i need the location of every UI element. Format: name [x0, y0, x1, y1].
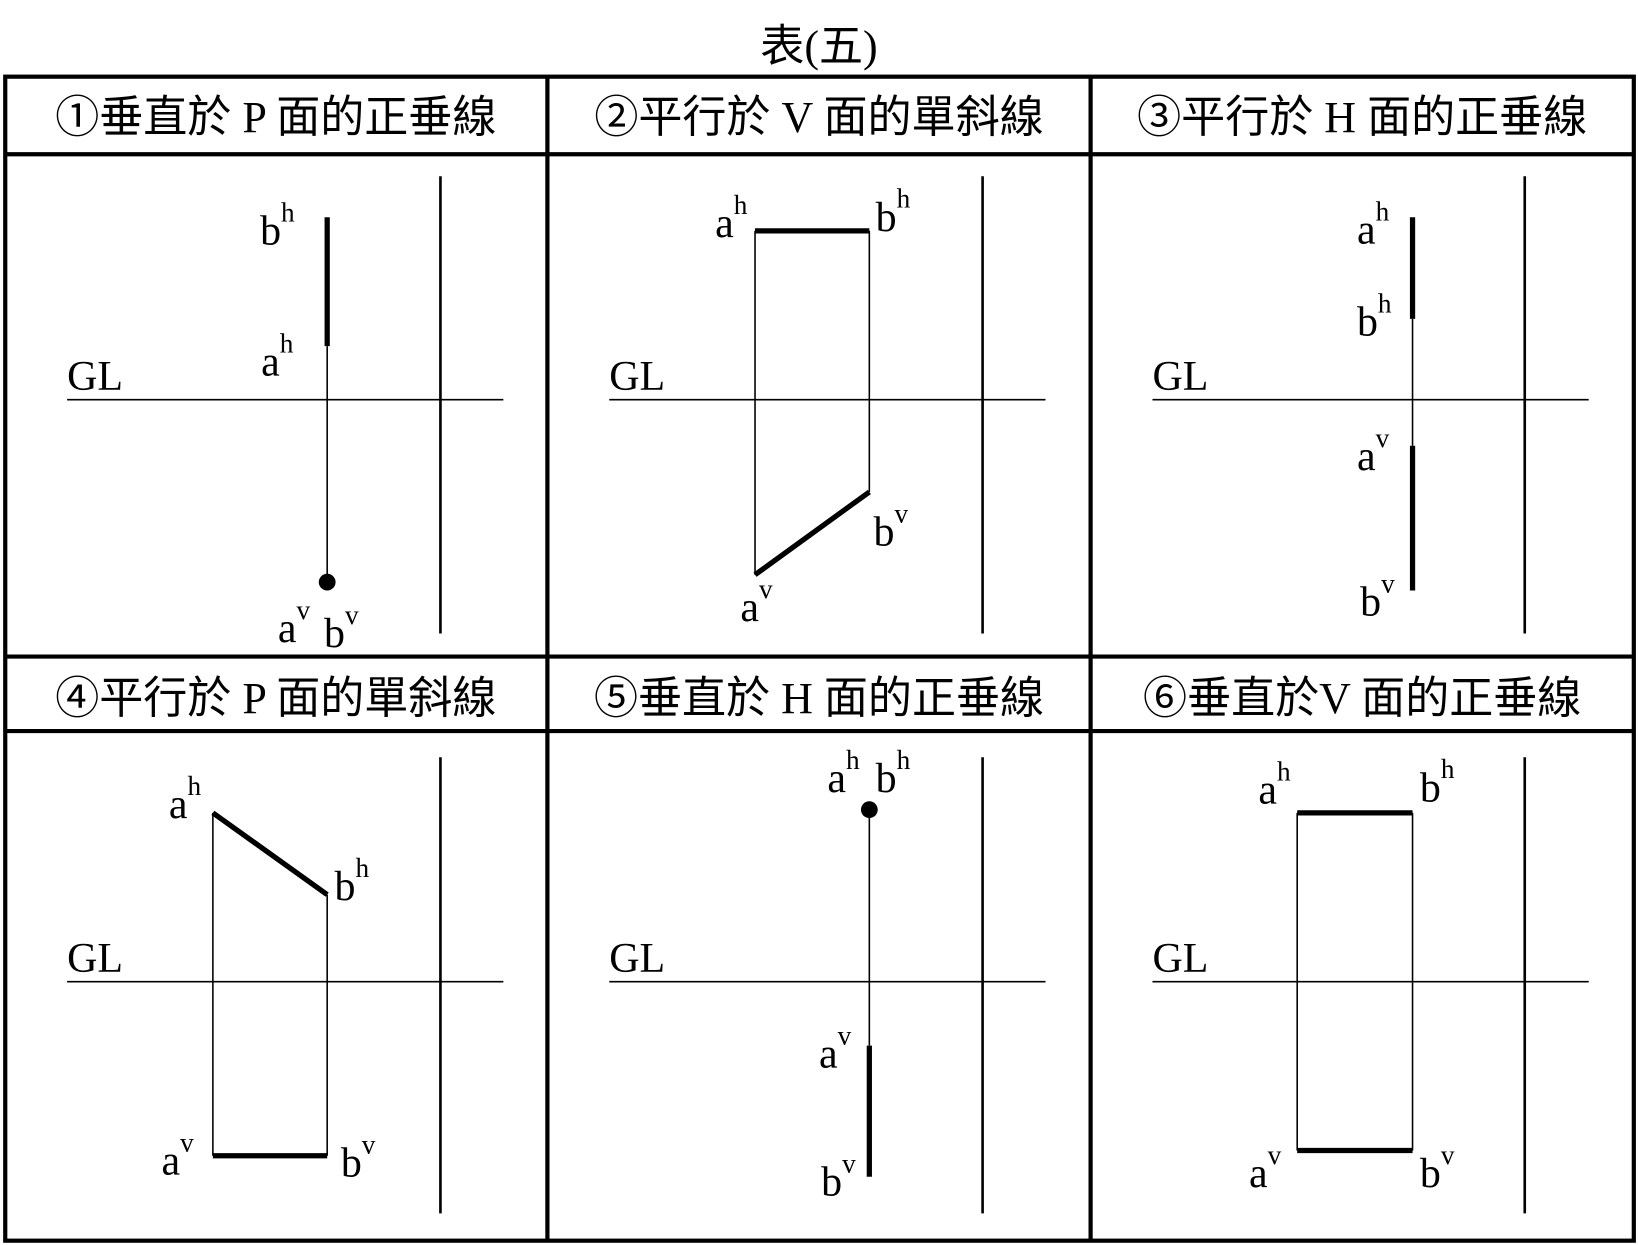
vertical-projection-point: [318, 573, 336, 591]
label-bh: bh: [1420, 754, 1455, 811]
label-ah: ah: [827, 745, 860, 802]
label-ah: ah: [1258, 756, 1291, 813]
label-bh: bh: [1357, 289, 1392, 346]
vertical-projection: [753, 489, 871, 577]
label-bv: bv: [1420, 1140, 1455, 1197]
panel-5-header: ⑤垂直於 H 面的正垂線: [594, 674, 1044, 723]
label-ah: ah: [169, 771, 202, 828]
panel-4-header: ④平行於 P 面的單斜線: [55, 674, 496, 723]
panel-3-drawing: GL ah bh av bv: [1152, 176, 1589, 634]
panel-6-header: ⑥垂直於V 面的正垂線: [1143, 674, 1581, 723]
panel-1-drawing: GL bh ah av bv: [67, 176, 504, 657]
label-bh: bh: [876, 745, 911, 802]
label-bh: bh: [335, 853, 370, 910]
gl-label: GL: [609, 354, 665, 400]
label-bv: bv: [821, 1149, 856, 1206]
label-av: av: [161, 1128, 194, 1185]
panel-4-drawing: GL ah bh av bv: [67, 757, 504, 1214]
panel-3-header: ③平行於 H 面的正垂線: [1137, 93, 1587, 142]
label-av: av: [278, 595, 311, 652]
gl-label: GL: [1152, 936, 1208, 982]
label-bv: bv: [324, 600, 359, 657]
gl-label: GL: [67, 354, 123, 400]
label-ah: ah: [261, 328, 294, 385]
label-bh: bh: [876, 184, 911, 241]
label-ah: ah: [1357, 196, 1390, 253]
horizontal-projection: [211, 810, 329, 897]
label-bv: bv: [341, 1130, 376, 1187]
label-ah: ah: [715, 190, 748, 247]
panel-1-header: ①垂直於 P 面的正垂線: [55, 93, 496, 142]
label-bh: bh: [260, 197, 295, 254]
gl-label: GL: [67, 936, 123, 982]
table-title: 表(五): [760, 22, 877, 71]
gl-label: GL: [1152, 354, 1208, 400]
gl-label: GL: [609, 936, 665, 982]
label-av: av: [740, 574, 773, 631]
table-grid: [3, 74, 1636, 1243]
panel-2-drawing: GL ah bh bv av: [609, 176, 1046, 634]
label-av: av: [819, 1021, 852, 1078]
label-bv: bv: [874, 498, 909, 555]
panel-6-drawing: GL ah bh av bv: [1152, 754, 1589, 1214]
label-av: av: [1249, 1140, 1282, 1197]
label-av: av: [1357, 423, 1390, 480]
panel-2-header: ②平行於 V 面的單斜線: [594, 93, 1043, 142]
label-bv: bv: [1360, 569, 1395, 626]
panel-5-drawing: GL ah bh av bv: [609, 745, 1046, 1214]
